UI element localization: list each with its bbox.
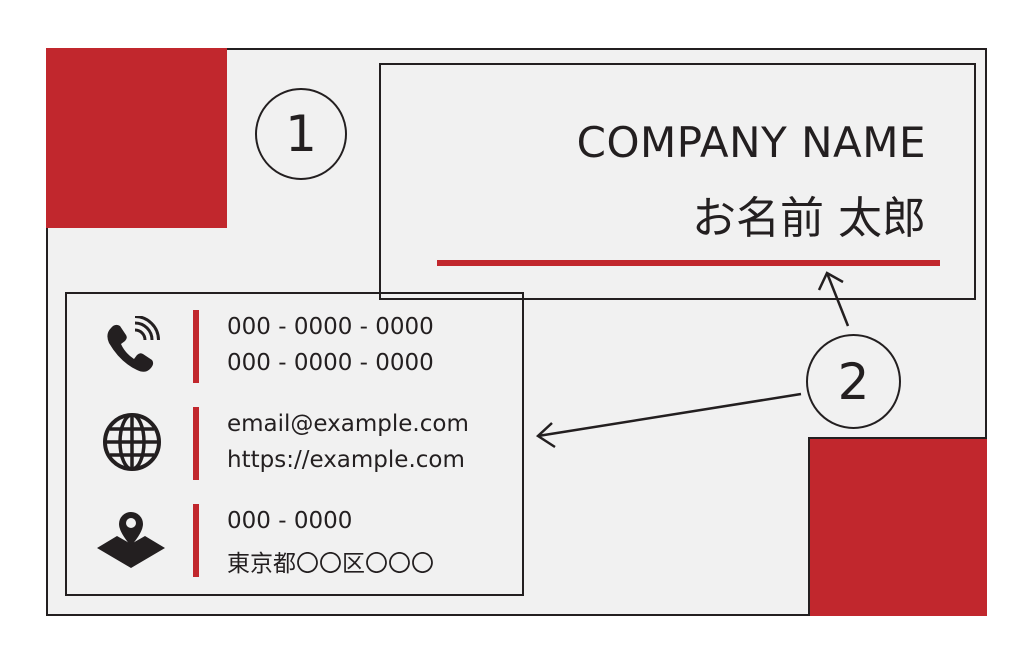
name-underline bbox=[437, 260, 940, 266]
email-address: email@example.com bbox=[227, 411, 469, 437]
marker-2-label: 2 bbox=[837, 352, 870, 411]
company-name: COMPANY NAME bbox=[576, 118, 926, 167]
phone-number-2: 000 - 0000 - 0000 bbox=[227, 350, 434, 376]
marker-2: 2 bbox=[806, 334, 901, 429]
globe-icon bbox=[103, 413, 161, 471]
accent-bar bbox=[193, 504, 199, 577]
postal-code: 000 - 0000 bbox=[227, 508, 353, 534]
website-url: https://example.com bbox=[227, 447, 465, 473]
street-address: 東京都〇〇区〇〇〇 bbox=[227, 551, 434, 577]
person-name: お名前 太郎 bbox=[692, 193, 926, 244]
accent-bar bbox=[193, 310, 199, 383]
name-box: COMPANY NAME お名前 太郎 bbox=[379, 63, 976, 300]
marker-1: 1 bbox=[255, 88, 347, 180]
marker-1-label: 1 bbox=[285, 105, 317, 163]
map-pin-icon bbox=[97, 512, 165, 568]
phone-icon bbox=[107, 316, 160, 372]
contact-box: 000 - 0000 - 0000 000 - 0000 - 0000 emai… bbox=[65, 292, 524, 596]
accent-bar bbox=[193, 407, 199, 480]
phone-number-1: 000 - 0000 - 0000 bbox=[227, 314, 434, 340]
red-corner-block-bottom-right bbox=[808, 437, 987, 616]
red-corner-block-top-left bbox=[46, 48, 227, 228]
